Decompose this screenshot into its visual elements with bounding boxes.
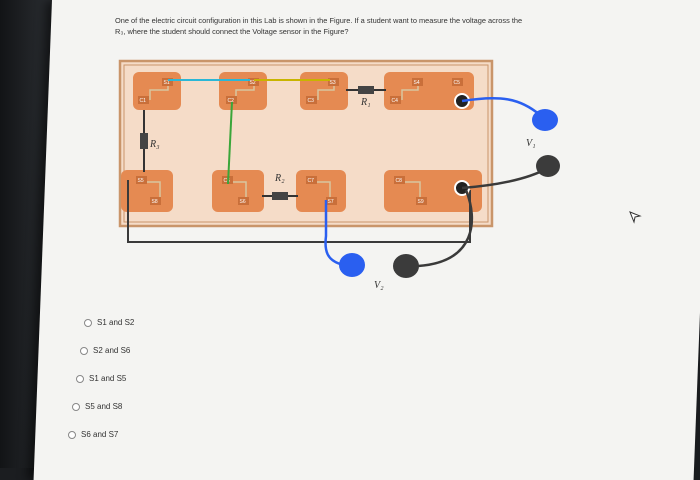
question-line-2: R₃, where the student should connect the… <box>115 27 349 36</box>
option-label: S6 and S7 <box>81 430 119 439</box>
module-1 <box>133 72 181 110</box>
resistor-r3 <box>140 133 148 149</box>
option-s1-s2[interactable]: S1 and S2 <box>84 318 134 327</box>
option-s1-s5[interactable]: S1 and S5 <box>76 374 126 383</box>
option-label: S1 and S5 <box>89 374 127 383</box>
socket-c1: C1 <box>140 98 147 104</box>
module-4 <box>384 72 474 110</box>
socket-s2: S2 <box>250 80 256 86</box>
option-label: S5 and S8 <box>85 402 123 411</box>
socket-c5: C5 <box>454 80 461 86</box>
v1-wire-blue <box>461 96 541 116</box>
v2-wire-blue <box>324 200 341 266</box>
v2-wire-black <box>417 189 474 268</box>
option-s6-s7[interactable]: S6 and S7 <box>68 430 118 439</box>
module-3 <box>300 72 348 110</box>
resistor-r2 <box>272 192 288 200</box>
v2-plug-black <box>393 254 419 278</box>
answer-options: S1 and S2 S2 and S6 S1 and S5 S5 and S8 … <box>68 318 134 439</box>
socket-s5: S5 <box>138 178 144 184</box>
label-r1: R₁ <box>360 97 371 108</box>
radio-button[interactable] <box>84 318 92 327</box>
socket-s9: S9 <box>418 199 424 205</box>
resistor-r1 <box>358 86 374 94</box>
socket-s1: S1 <box>164 80 170 86</box>
socket-c2: C2 <box>228 98 235 104</box>
circuit-board-inner <box>123 64 489 223</box>
question-text: One of the electric circuit configuratio… <box>115 15 690 37</box>
socket-c8: C8 <box>396 178 403 184</box>
socket-s6: S6 <box>240 199 246 205</box>
socket-c7: C7 <box>308 178 315 184</box>
wire-loop <box>127 180 471 243</box>
label-r2: R₂ <box>274 173 285 184</box>
socket-c3: C3 <box>308 98 315 104</box>
option-label: S1 and S2 <box>97 318 135 327</box>
wire-green <box>227 101 233 185</box>
option-label: S2 and S6 <box>93 346 131 355</box>
socket-s7: S7 <box>328 199 334 205</box>
radio-button[interactable] <box>80 346 88 355</box>
option-s5-s8[interactable]: S5 and S8 <box>72 402 122 411</box>
mouse-pointer-icon <box>629 211 642 224</box>
radio-button[interactable] <box>76 374 84 383</box>
radio-button[interactable] <box>68 430 76 439</box>
module-6 <box>212 170 264 212</box>
label-r3: R₃ <box>149 139 160 150</box>
v2-plug-blue <box>339 253 365 277</box>
module-8 <box>384 170 482 212</box>
module-7 <box>296 170 346 212</box>
module-2 <box>219 72 267 110</box>
v1-plug-blue <box>532 109 558 131</box>
socket-s4: S4 <box>414 80 420 86</box>
socket-c6: C6 <box>224 178 231 184</box>
label-v1: V₁ <box>526 138 536 149</box>
label-v2: V₂ <box>374 280 384 291</box>
circuit-figure: S1 S2 S3 S4 S5 S6 S7 S8 S9 C1 C2 C3 C4 C… <box>118 59 560 291</box>
question-line-1: One of the electric circuit configuratio… <box>115 16 523 25</box>
v1-plug-black <box>536 155 560 177</box>
socket-c4: C4 <box>392 98 399 104</box>
socket-s8: S8 <box>152 199 158 205</box>
radio-button[interactable] <box>72 402 80 411</box>
socket-s3: S3 <box>330 80 336 86</box>
option-s2-s6[interactable]: S2 and S6 <box>80 346 130 355</box>
